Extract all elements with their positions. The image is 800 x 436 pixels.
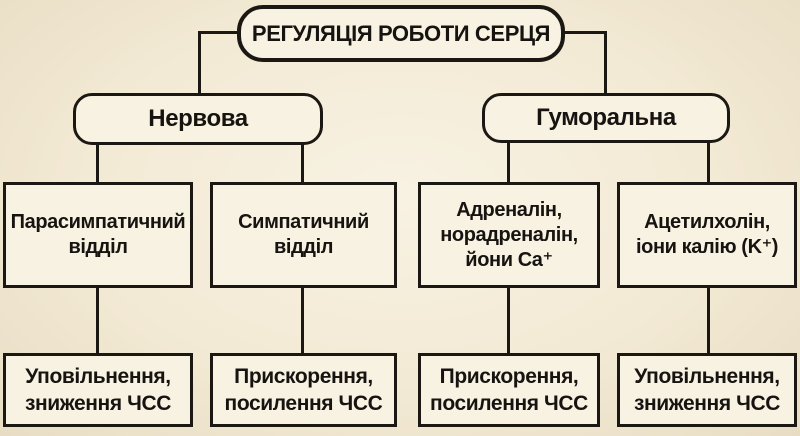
connector-line [96, 144, 99, 184]
connector-line [707, 287, 710, 355]
effect-acceleration-2-box: Прискорення, посилення ЧСС [418, 353, 600, 427]
effect-acceleration-1-label: Прискорення, посилення ЧСС [224, 364, 383, 415]
connector-line [301, 144, 304, 184]
connector-line [198, 31, 201, 95]
connector-line [96, 287, 99, 355]
factor-sympathetic-box: Симпатичний відділ [210, 182, 397, 288]
factor-adrenaline-label: Адреналін, норадреналін, йони Ca⁺ [440, 198, 578, 271]
effect-slowing-1-label: Уповільнення, зниження ЧСС [24, 364, 172, 415]
branch-humoral-box: Гуморальна [482, 93, 730, 143]
factor-acetylcholine-label: Ацетилхолін, іони калію (K⁺) [635, 211, 779, 258]
factor-acetylcholine-box: Ацетилхолін, іони калію (K⁺) [617, 182, 797, 288]
connector-line [301, 287, 304, 355]
effect-slowing-2-box: Уповільнення, зниження ЧСС [617, 353, 797, 427]
connector-line [707, 141, 710, 184]
connector-line [604, 31, 607, 95]
factor-sympathetic-label: Симпатичний відділ [238, 211, 369, 258]
connector-line [199, 31, 240, 34]
factor-parasympathetic-box: Парасимпатичний відділ [3, 182, 193, 288]
factor-adrenaline-box: Адреналін, норадреналін, йони Ca⁺ [418, 182, 600, 288]
effect-slowing-2-label: Уповільнення, зниження ЧСС [633, 364, 781, 415]
factor-parasympathetic-label: Парасимпатичний відділ [10, 211, 186, 258]
connector-line [562, 31, 607, 34]
effect-acceleration-2-label: Прискорення, посилення ЧСС [430, 364, 588, 415]
title-label: РЕГУЛЯЦІЯ РОБОТИ СЕРЦЯ [251, 20, 551, 46]
branch-nervous-label: Нервова [148, 105, 248, 132]
connector-line [507, 141, 510, 184]
branch-humoral-label: Гуморальна [536, 104, 676, 131]
effect-acceleration-1-box: Прискорення, посилення ЧСС [210, 353, 397, 427]
effect-slowing-1-box: Уповільнення, зниження ЧСС [3, 353, 193, 427]
branch-nervous-box: Нервова [73, 93, 323, 145]
connector-line [507, 287, 510, 355]
title-box: РЕГУЛЯЦІЯ РОБОТИ СЕРЦЯ [237, 5, 565, 62]
